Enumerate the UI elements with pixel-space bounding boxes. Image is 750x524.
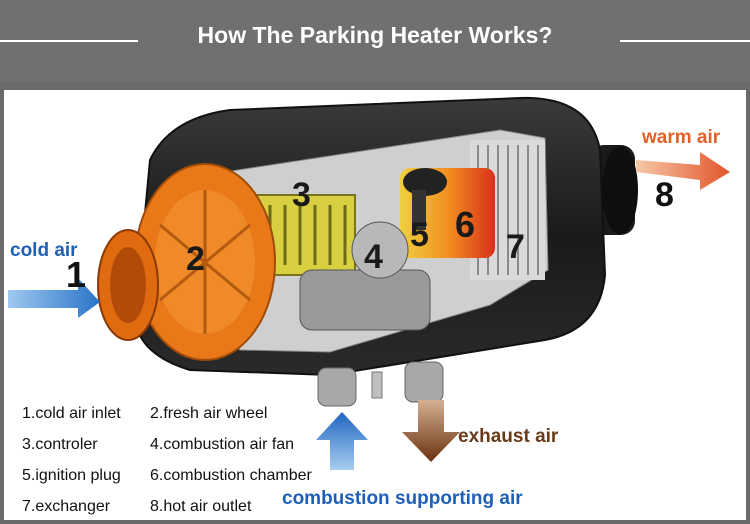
label-number-4: 4 [364,238,383,276]
legend-item: 2.fresh air wheel [150,405,268,422]
exhaust-air-label: exhaust air [458,426,559,447]
legend-item: 5.ignition plug [22,467,121,484]
mounting-pipes [317,361,444,407]
label-number-1: 1 [66,254,87,295]
cold-air-label: cold air [10,240,78,261]
warm-air-arrow [636,152,730,190]
legend-item: 1.cold air inlet [22,405,121,422]
label-number-6: 6 [455,204,476,245]
combustion-fan-motor [299,221,431,331]
combustion-air-arrow [316,412,368,470]
fresh-air-wheel [134,163,276,361]
legend-item: 7.exchanger [22,498,111,515]
label-number-2: 2 [186,240,205,278]
legend-item: 8.hot air outlet [150,498,252,515]
header-bar: How The Parking Heater Works? [0,0,750,82]
page-title: How The Parking Heater Works? [197,22,553,48]
warm-air-label: warm air [642,127,721,148]
ignition-plug [403,168,447,230]
header-rule-right [620,40,750,42]
label-number-5: 5 [410,216,429,254]
legend-item: 3.controler [22,436,98,453]
legend-item: 4.combustion air fan [150,436,295,453]
label-number-7: 7 [506,228,525,266]
combustion-supporting-air-label: combustion supporting air [282,488,523,509]
header-rule-left [0,40,138,42]
cold-air-arrow [8,278,100,318]
cold-air-inlet [97,229,159,341]
label-number-8: 8 [655,176,674,214]
exhaust-air-arrow [402,400,460,462]
legend-item: 6.combustion chamber [150,467,312,484]
label-number-3: 3 [292,176,311,214]
